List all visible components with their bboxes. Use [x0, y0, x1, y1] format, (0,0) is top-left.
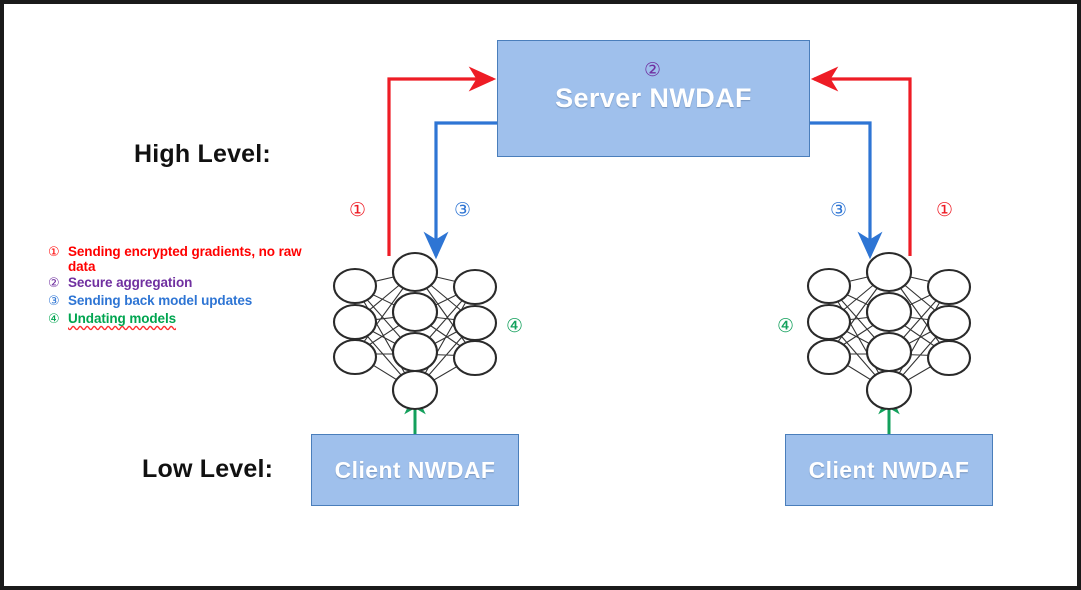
- arrow-left-upload: [387, 66, 497, 256]
- client-nwdaf-box-right[interactable]: Client NWDAF: [785, 434, 993, 506]
- legend-item: ① Sending encrypted gradients, no raw da…: [48, 244, 316, 274]
- neural-network-right: [806, 251, 972, 411]
- high-level-label: High Level:: [134, 140, 271, 168]
- arrow-right-download: [810, 121, 883, 260]
- legend-item: ③ Sending back model updates: [48, 293, 316, 310]
- marker-left-update: ④: [506, 315, 524, 337]
- arrow-right-upload: [810, 66, 912, 256]
- marker-left-download: ③: [454, 199, 472, 221]
- diagram-stage: Server NWDAF ② Client NWDAF Client NWDAF…: [4, 4, 1077, 586]
- arrow-left-download: [423, 121, 497, 260]
- legend-item: ② Secure aggregation: [48, 275, 316, 292]
- legend-text-3: Sending back model updates: [68, 293, 253, 308]
- legend-bullet-3: ③: [48, 294, 60, 309]
- marker-right-update: ④: [777, 315, 795, 337]
- legend-bullet-1: ①: [48, 245, 60, 260]
- legend-text-4: Undating models: [68, 311, 177, 326]
- marker-left-upload: ①: [349, 199, 367, 221]
- marker-right-upload: ①: [936, 199, 954, 221]
- legend-bullet-2: ②: [48, 276, 60, 291]
- client-nwdaf-box-left[interactable]: Client NWDAF: [311, 434, 519, 506]
- low-level-label: Low Level:: [142, 455, 274, 483]
- client-nwdaf-label-right: Client NWDAF: [808, 456, 970, 483]
- legend: ① Sending encrypted gradients, no raw da…: [48, 244, 316, 329]
- legend-bullet-4: ④: [48, 312, 60, 327]
- neural-network-left: [332, 251, 498, 411]
- server-nwdaf-box[interactable]: Server NWDAF: [497, 40, 810, 157]
- marker-right-download: ③: [830, 199, 848, 221]
- legend-item: ④ Undating models: [48, 311, 316, 328]
- legend-text-2: Secure aggregation: [68, 275, 193, 290]
- server-nwdaf-label: Server NWDAF: [555, 83, 752, 113]
- marker-aggregation: ②: [644, 59, 662, 81]
- legend-text-1: Sending encrypted gradients, no raw data: [68, 244, 302, 274]
- client-nwdaf-label-left: Client NWDAF: [334, 456, 496, 483]
